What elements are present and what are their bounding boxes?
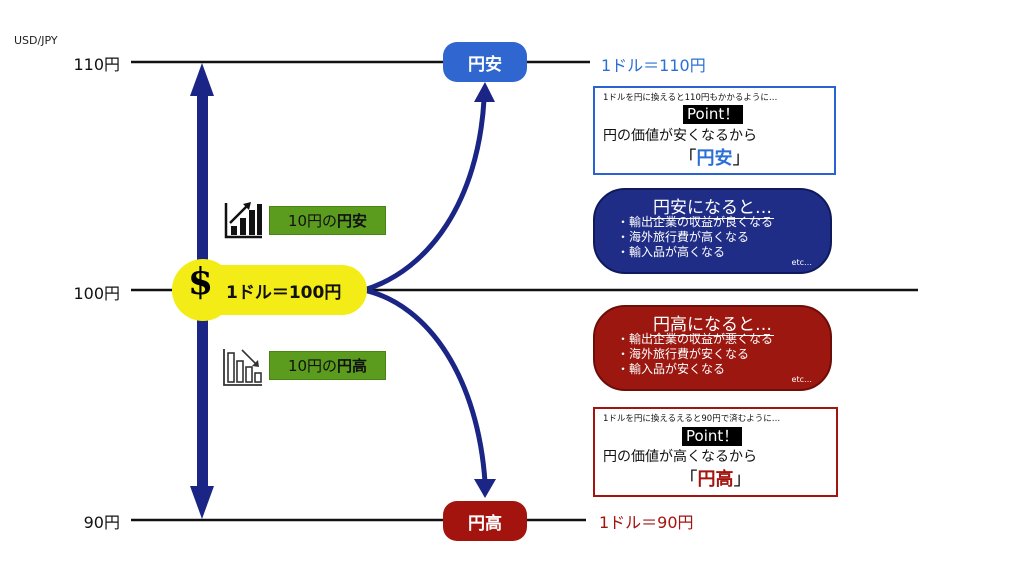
open-bracket: 「 bbox=[678, 148, 697, 169]
strong-yen-rate: 1ドル＝90円 bbox=[599, 513, 694, 532]
strong-yen-tag: 10円の円高 bbox=[269, 351, 386, 380]
chart-up-icon bbox=[224, 202, 262, 239]
effects-item: 輸出企業の収益が悪くなる bbox=[617, 332, 773, 347]
strong-yen-effects-box: 円高になると… 輸出企業の収益が悪くなる 海外旅行費が安くなる 輸入品が安くなる… bbox=[593, 305, 832, 391]
currency-pair-label: USD/JPY bbox=[14, 34, 58, 47]
curve-arrow-to-weak bbox=[363, 99, 487, 293]
effects-title: 円安になると… bbox=[595, 193, 830, 219]
curve-arrow-to-strong bbox=[363, 287, 488, 483]
strong-yen-pill: 円高 bbox=[443, 501, 527, 541]
chart-down-icon bbox=[223, 349, 262, 386]
result-word: 円高 bbox=[697, 469, 734, 490]
point-label: Point！ bbox=[683, 105, 744, 124]
effects-title-text: 円高になると… bbox=[651, 315, 774, 336]
axis-label-90: 90円 bbox=[83, 513, 120, 532]
effects-title: 円高になると… bbox=[595, 310, 830, 336]
effects-item: 輸入品が安くなる bbox=[617, 362, 773, 377]
point-label: Point！ bbox=[682, 427, 743, 446]
point-result: 「円高」 bbox=[595, 465, 836, 491]
arrowhead-weak bbox=[474, 82, 495, 102]
dollar-sign-icon: $ bbox=[188, 261, 214, 303]
effects-list: 輸出企業の収益が悪くなる 海外旅行費が安くなる 輸入品が安くなる bbox=[617, 332, 773, 377]
point-body: 円の価値が高くなるから bbox=[603, 449, 757, 465]
dollar-circle: $ bbox=[172, 259, 234, 321]
open-bracket: 「 bbox=[679, 469, 698, 490]
weak-yen-rate: 1ドル＝110円 bbox=[601, 56, 706, 75]
base-rate-pill: $ 1ドル＝100円 bbox=[172, 259, 367, 321]
weak-yen-pill: 円安 bbox=[443, 42, 527, 82]
close-bracket: 」 bbox=[732, 148, 751, 169]
weak-yen-effects-box: 円安になると… 輸出企業の収益が良くなる 海外旅行費が高くなる 輸入品が高くなる… bbox=[593, 188, 832, 274]
effects-item: 輸入品が高くなる bbox=[617, 245, 773, 260]
point-note: 1ドルを円に換えると110円もかかるように… bbox=[603, 93, 778, 103]
weak-yen-point-box: 1ドルを円に換えると110円もかかるように… Point！ 円の価値が安くなるか… bbox=[593, 86, 836, 175]
axis-label-110: 110円 bbox=[73, 55, 120, 74]
effects-item: 海外旅行費が安くなる bbox=[617, 347, 773, 362]
tag-prefix: 10円の bbox=[287, 212, 338, 230]
effects-item: 海外旅行費が高くなる bbox=[617, 230, 773, 245]
effects-list: 輸出企業の収益が良くなる 海外旅行費が高くなる 輸入品が高くなる bbox=[617, 215, 773, 260]
strong-yen-point-box: 1ドルを円に換えるえると90円で済むように… Point！ 円の価値が高くなるか… bbox=[593, 407, 838, 497]
weak-yen-tag: 10円の円安 bbox=[269, 206, 386, 235]
effects-item: 輸出企業の収益が良くなる bbox=[617, 215, 773, 230]
arrowhead-strong bbox=[474, 479, 496, 498]
close-bracket: 」 bbox=[733, 469, 752, 490]
point-body: 円の価値が安くなるから bbox=[603, 128, 757, 144]
tag-prefix: 10円の bbox=[287, 357, 338, 375]
effects-title-text: 円安になると… bbox=[651, 198, 774, 219]
point-note: 1ドルを円に換えるえると90円で済むように… bbox=[603, 414, 781, 424]
axis-label-100: 100円 bbox=[73, 284, 120, 303]
tag-emphasis: 円安 bbox=[337, 212, 368, 230]
effects-etc: etc… bbox=[791, 375, 812, 384]
effects-etc: etc… bbox=[791, 258, 812, 267]
point-result: 「円安」 bbox=[595, 144, 834, 170]
tag-emphasis: 円高 bbox=[337, 357, 368, 375]
base-rate-text: 1ドル＝100円 bbox=[226, 283, 342, 303]
result-word: 円安 bbox=[696, 148, 733, 169]
